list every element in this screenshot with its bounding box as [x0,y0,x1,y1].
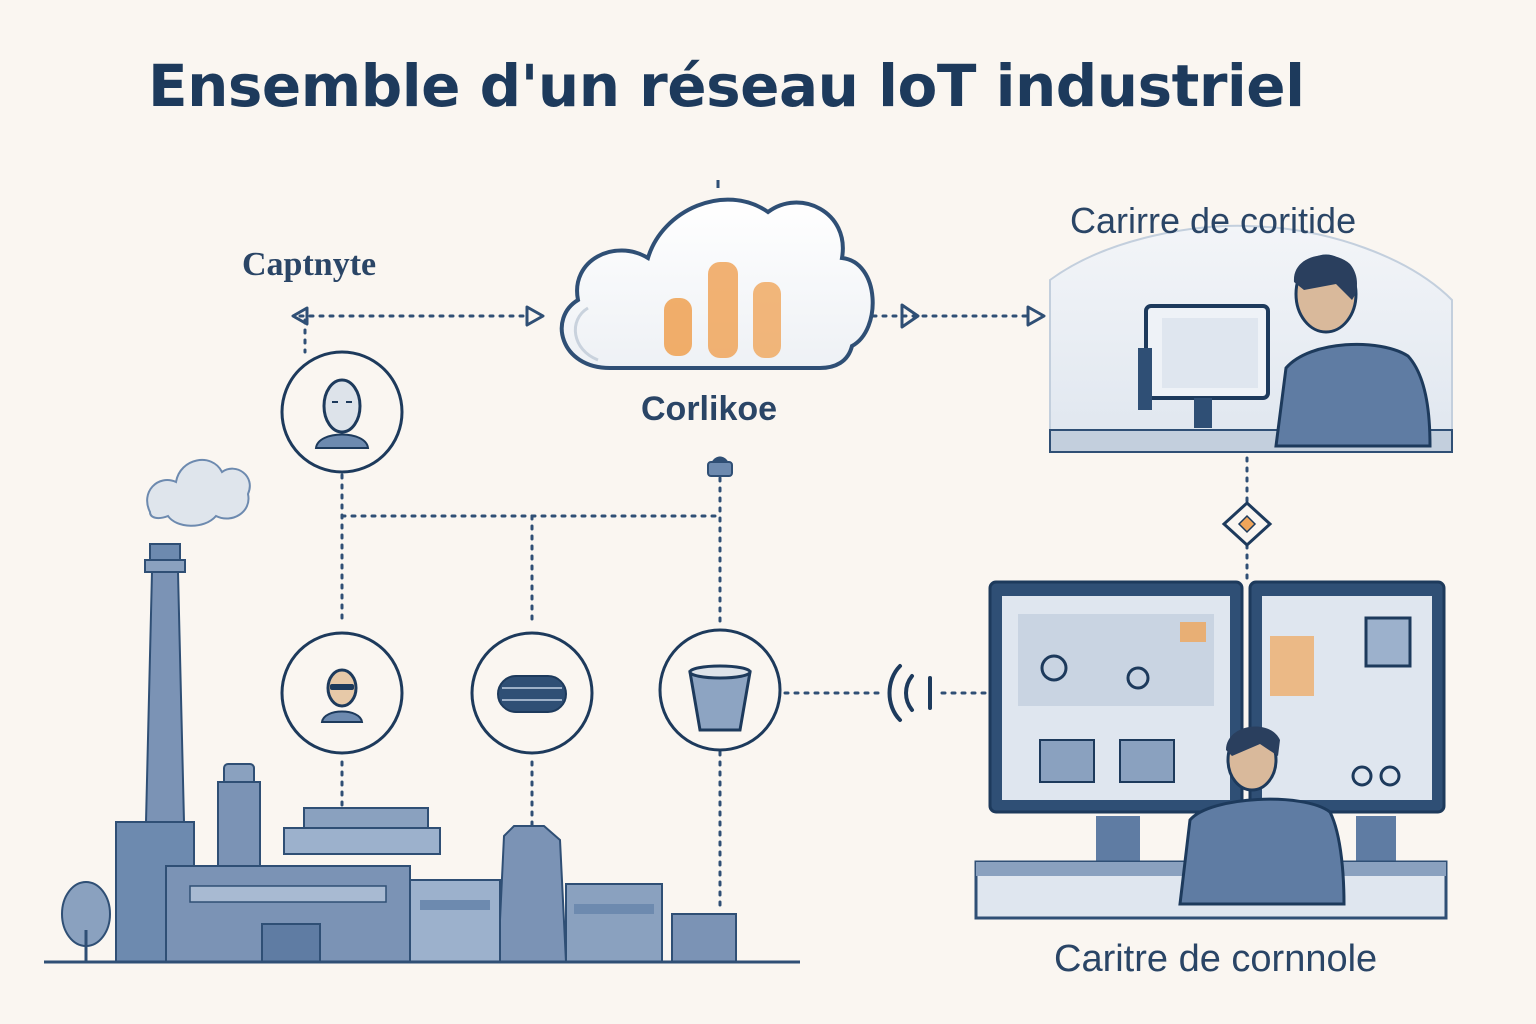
sensor-cup-icon [688,664,752,732]
sensor-node-person [280,631,404,755]
cloud-icon [559,180,875,370]
diagram-title: Ensemble d'un réseau loT industriel [148,52,1305,120]
sensor-node-cup [658,628,782,752]
arrow-left-icon [291,306,309,326]
control-office-illustration [1049,224,1453,453]
arrow-right-icon [900,303,920,329]
cloud-label: Corlikoe [641,390,778,428]
wireless-signal-icon [887,664,932,722]
sensor-person-icon [314,378,370,449]
lock-icon [707,456,733,477]
factory-illustration [44,459,800,964]
router-diamond-icon [1221,500,1273,548]
control-center-top-label: Carirre de coritide [1070,200,1357,241]
smoke-icon [146,459,251,527]
sensor-label: Captnyte [242,246,377,283]
control-console-illustration [974,580,1448,920]
arrow-right-icon [525,305,545,327]
sensor-node-disc [470,631,594,755]
sensor-person-small-icon [320,668,364,723]
sensor-disc-icon [497,675,567,713]
control-center-bottom-label: Caritre de cornnole [1054,938,1378,980]
connection-lines [298,314,1249,914]
arrow-right-icon [1026,305,1046,327]
sensor-node-top [280,350,404,474]
